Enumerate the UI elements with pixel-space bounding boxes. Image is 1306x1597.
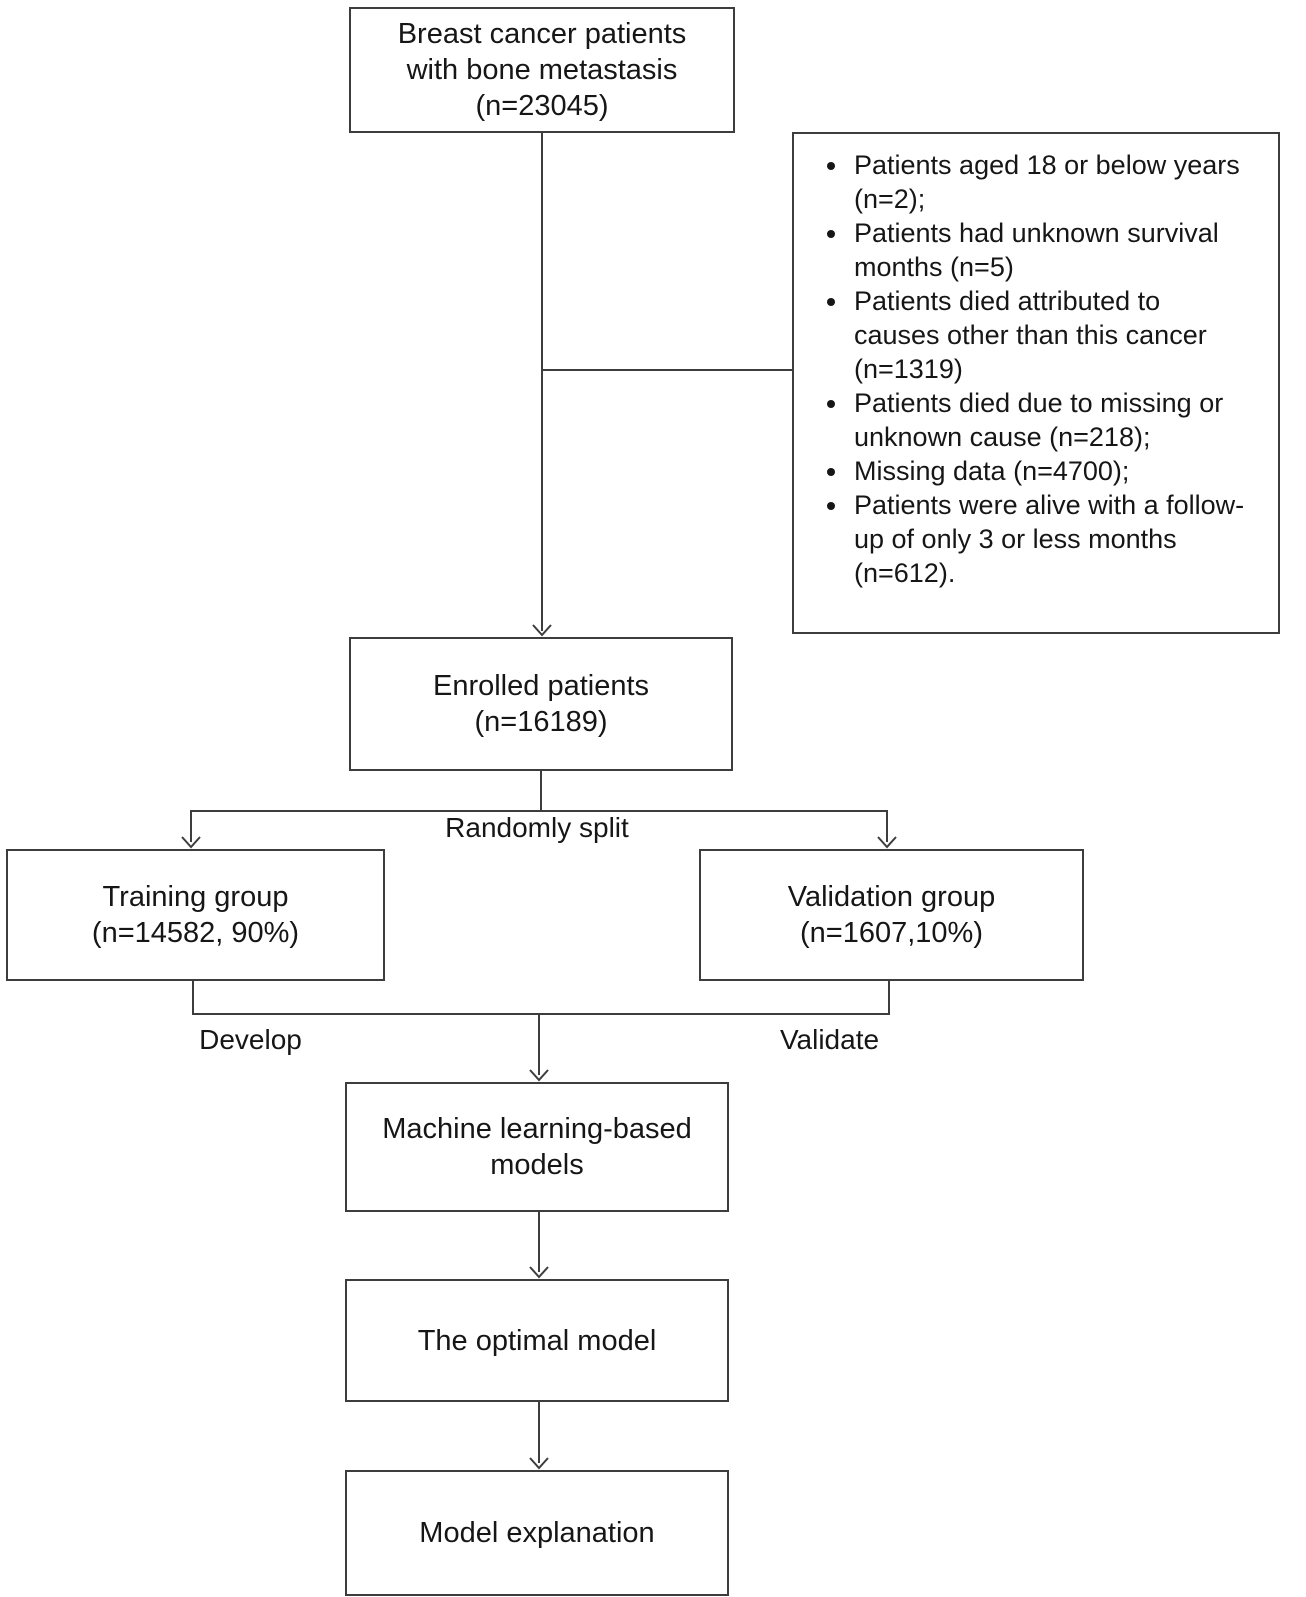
node-enrolled-patients-text: Enrolled patients (n=16189) <box>432 670 650 738</box>
exclusion-item: Patients aged 18 or below years (n=2); <box>850 148 1244 216</box>
node-exclusion-criteria: Patients aged 18 or below years (n=2); P… <box>792 132 1280 634</box>
edge-optimal-to-explanation <box>538 1402 540 1463</box>
exclusion-item: Missing data (n=4700); <box>850 454 1244 488</box>
exclusion-item: Patients died attributed to causes other… <box>850 284 1244 386</box>
node-model-explanation-text: Model explanation <box>419 1517 655 1549</box>
arrowhead-down-icon <box>529 1266 549 1279</box>
arrowhead-down-icon <box>529 1069 549 1082</box>
edge-branch-to-exclusion <box>541 369 792 371</box>
node-ml-models-text: Machine learning-based models <box>382 1113 692 1181</box>
edge-split-to-training <box>190 810 192 842</box>
edge-merge-horizontal <box>192 1013 890 1015</box>
node-validation-group-text: Validation group (n=1607,10%) <box>787 881 996 949</box>
exclusion-item: Patients died due to missing or unknown … <box>850 386 1244 454</box>
edge-split-horizontal <box>190 810 888 812</box>
edge-validation-to-merge <box>888 981 890 1015</box>
edge-split-to-validation <box>886 810 888 842</box>
edge-merge-to-ml-models <box>538 1013 540 1075</box>
exclusion-criteria-list: Patients aged 18 or below years (n=2); P… <box>794 134 1248 590</box>
edge-label-validate: Validate <box>779 1024 880 1055</box>
arrowhead-down-icon <box>529 1457 549 1470</box>
arrowhead-down-icon <box>181 836 201 849</box>
node-optimal-model: The optimal model <box>345 1279 729 1402</box>
edge-label-develop: Develop <box>199 1024 302 1055</box>
arrowhead-down-icon <box>532 624 552 637</box>
exclusion-item: Patients had unknown survival months (n=… <box>850 216 1244 284</box>
edge-source-to-enrolled <box>541 133 543 631</box>
edge-label-randomly-split: Randomly split <box>445 812 629 843</box>
edge-training-to-merge <box>192 981 194 1015</box>
exclusion-item: Patients were alive with a follow- up of… <box>850 488 1244 590</box>
node-model-explanation: Model explanation <box>345 1470 729 1596</box>
node-enrolled-patients: Enrolled patients (n=16189) <box>349 637 733 771</box>
edge-ml-models-to-optimal <box>538 1212 540 1272</box>
node-training-group: Training group (n=14582, 90%) <box>6 849 385 981</box>
arrowhead-down-icon <box>877 836 897 849</box>
edge-enrolled-to-split <box>540 771 542 812</box>
node-validation-group: Validation group (n=1607,10%) <box>699 849 1084 981</box>
node-source-population: Breast cancer patients with bone metasta… <box>349 7 735 133</box>
node-optimal-model-text: The optimal model <box>417 1324 657 1357</box>
node-training-group-text: Training group (n=14582, 90%) <box>91 881 300 949</box>
node-source-population-text: Breast cancer patients with bone metasta… <box>397 18 687 122</box>
node-ml-models: Machine learning-based models <box>345 1082 729 1212</box>
